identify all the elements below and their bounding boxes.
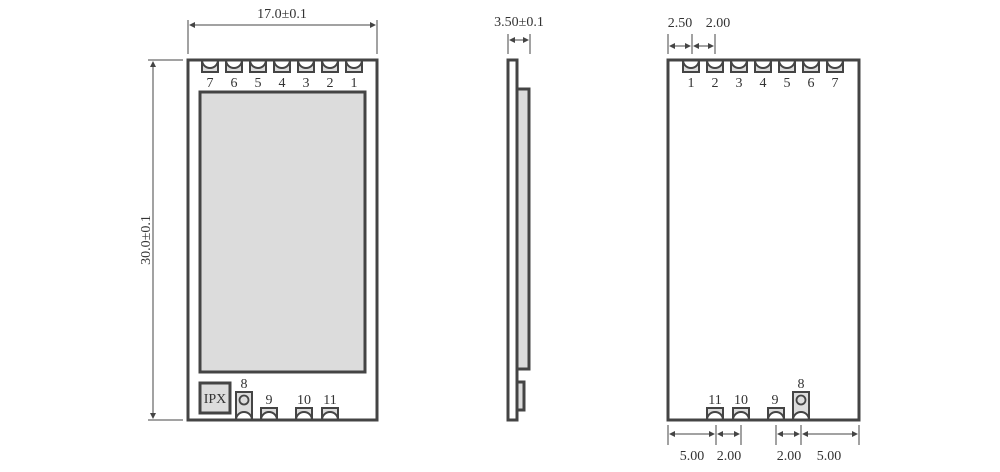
dim-label: 2.00 [717, 449, 742, 464]
front-bottom-pin-labels: 8 9 10 11 [241, 377, 337, 408]
pin-label: 8 [241, 377, 248, 392]
pin-label: 7 [832, 76, 839, 91]
shield-side [515, 87, 531, 371]
back-bottom-pin-labels: 11 10 9 8 [708, 377, 804, 408]
module-body-back [666, 58, 861, 422]
connector-side [515, 380, 526, 412]
front-top-pin-labels: 7 6 5 4 3 2 1 [207, 76, 358, 91]
dim-label: 5.00 [817, 449, 842, 464]
pin-label: 5 [784, 76, 791, 91]
pin-label: 3 [303, 76, 310, 91]
height-dimension: 30.0±0.1 [139, 59, 183, 421]
width-dimension: 17.0±0.1 [187, 7, 378, 54]
pin-label: 6 [808, 76, 815, 91]
pin-label: 7 [207, 76, 214, 91]
back-top-dimensions: 2.50 2.00 [667, 16, 731, 54]
thickness-label: 3.50±0.1 [494, 15, 544, 30]
back-view: 2.50 2.00 1 2 3 4 5 6 7 [666, 16, 861, 464]
front-top-pins [201, 59, 363, 73]
front-view: 17.0±0.1 30.0±0.1 7 6 5 4 3 2 1 [139, 7, 379, 422]
back-top-pin-labels: 1 2 3 4 5 6 7 [688, 76, 839, 91]
shield-can [198, 90, 367, 374]
pin-label: 11 [323, 393, 336, 408]
back-bottom-pins [706, 391, 810, 421]
dim-label: 2.00 [777, 449, 802, 464]
ipx-label: IPX [204, 392, 227, 407]
pin-label: 11 [708, 393, 721, 408]
pin-label: 2 [712, 76, 719, 91]
dim-label: 2.50 [668, 16, 693, 31]
ipx-connector: IPX [198, 381, 232, 415]
pin-label: 5 [255, 76, 262, 91]
pin-label: 9 [266, 393, 273, 408]
dim-label: 2.00 [706, 16, 731, 31]
pin-label: 2 [327, 76, 334, 91]
pin-label: 4 [760, 76, 767, 91]
thickness-dimension: 3.50±0.1 [494, 15, 544, 54]
front-bottom-pins [235, 391, 339, 421]
pin-label: 8 [798, 377, 805, 392]
pin-label: 10 [734, 393, 748, 408]
pin-label: 1 [688, 76, 695, 91]
width-label: 17.0±0.1 [257, 7, 307, 22]
pin-label: 10 [297, 393, 311, 408]
pin-label: 9 [772, 393, 779, 408]
side-view: 3.50±0.1 [494, 15, 544, 422]
dim-label: 5.00 [680, 449, 705, 464]
back-top-pins [682, 59, 844, 73]
back-bottom-dimensions: 5.00 2.00 2.00 5.00 [667, 425, 860, 464]
pin-label: 6 [231, 76, 238, 91]
height-label: 30.0±0.1 [139, 215, 154, 265]
pin-label: 4 [279, 76, 286, 91]
pin-label: 3 [736, 76, 743, 91]
pin-label: 1 [351, 76, 358, 91]
